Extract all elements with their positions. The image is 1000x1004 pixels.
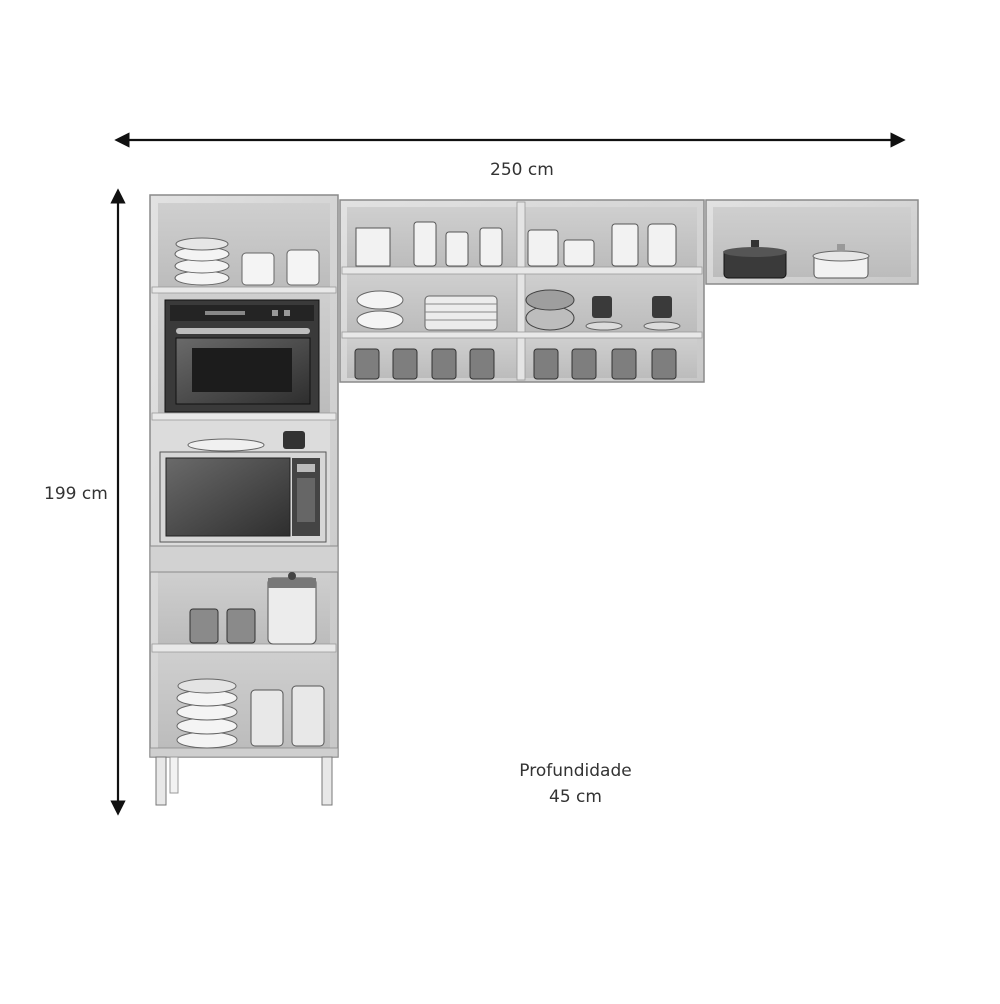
wall-niche-cabinet: [705, 199, 919, 285]
spice-jar: [392, 348, 418, 380]
spice-jar: [571, 348, 597, 380]
canister: [291, 685, 325, 747]
canister: [563, 239, 595, 267]
mug: [283, 431, 305, 449]
height-label: 199 cm: [44, 484, 108, 504]
microwave: [159, 451, 327, 543]
casserole-pot: [813, 255, 869, 279]
stacked-bowls: [176, 678, 238, 749]
spice-jar: [469, 348, 495, 380]
cabinet-leg: [321, 756, 333, 806]
spice-jar: [354, 348, 380, 380]
canister: [286, 249, 320, 286]
spice-jar: [431, 348, 457, 380]
spice-jar: [189, 608, 219, 644]
plate-stack: [424, 295, 498, 331]
depth-label: Profundidade 45 cm: [508, 758, 643, 810]
cup: [592, 296, 612, 318]
stacked-bowls: [174, 237, 230, 286]
bowl: [356, 310, 404, 330]
spice-jar: [611, 348, 637, 380]
cabinet-leg: [155, 756, 167, 806]
cup: [652, 296, 672, 318]
width-label: 250 cm: [490, 160, 554, 180]
pitcher: [355, 227, 391, 267]
canister: [647, 223, 677, 267]
bowl: [356, 290, 404, 310]
spice-jar: [533, 348, 559, 380]
tall-tower-cabinet: [149, 194, 339, 806]
wall-cabinet: [339, 199, 705, 383]
spice-jar: [651, 348, 677, 380]
canister: [611, 223, 639, 267]
spice-jar: [226, 608, 256, 644]
canister: [413, 221, 437, 267]
casserole-pot: [723, 251, 787, 279]
canister: [241, 252, 275, 286]
depth-value: 45 cm: [549, 787, 602, 807]
bowl: [525, 289, 575, 311]
canister: [445, 231, 469, 267]
depth-title: Profundidade: [519, 761, 632, 781]
built-in-oven: [164, 299, 320, 413]
canister: [250, 689, 284, 747]
plate: [187, 438, 265, 452]
canister: [479, 227, 503, 267]
canister: [527, 229, 559, 267]
